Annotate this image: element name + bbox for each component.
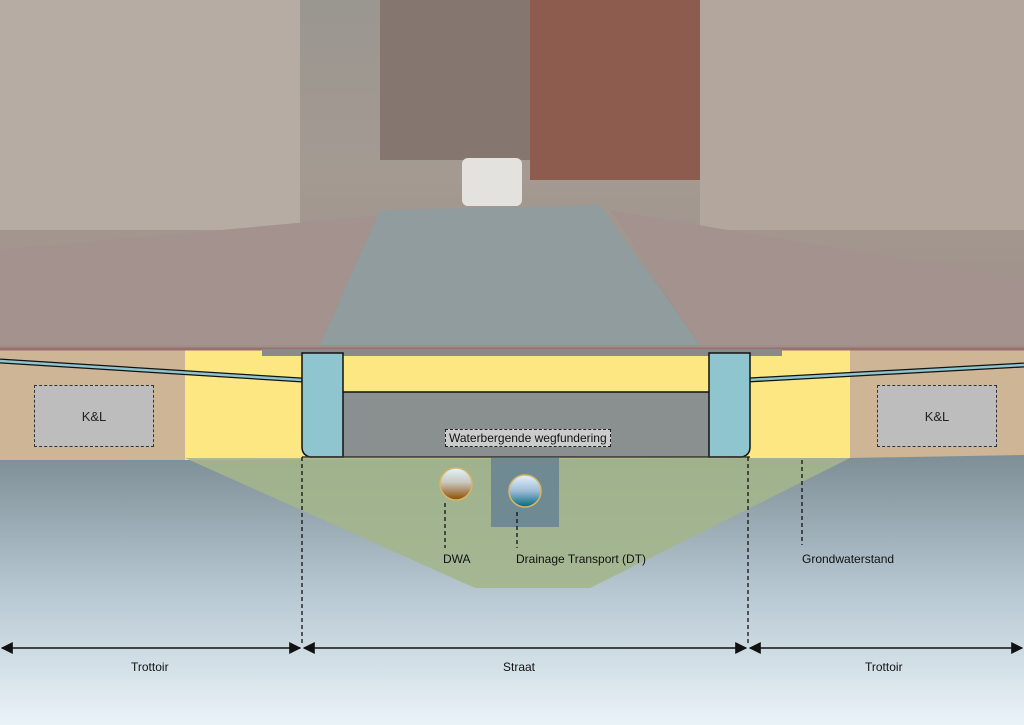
leader-lines <box>301 457 803 645</box>
street-photo <box>0 0 1024 350</box>
kerb-right <box>708 352 751 458</box>
dt-pipe-icon <box>508 474 542 508</box>
foundation-label: Waterbergende wegfundering <box>445 429 611 447</box>
groundwater-label: Grondwaterstand <box>802 552 895 566</box>
dt-label: Drainage Transport (DT) <box>516 552 647 566</box>
kl-label-right: K&L <box>924 408 950 424</box>
kl-box-right: K&L <box>877 385 997 447</box>
trottoir-left-label: Trottoir <box>131 660 169 674</box>
kl-label-left: K&L <box>81 408 107 424</box>
dwa-pipe-icon <box>439 467 473 501</box>
kl-box-left: K&L <box>34 385 154 447</box>
straat-label: Straat <box>503 660 536 674</box>
kerb-left <box>301 352 344 458</box>
trottoir-right-label: Trottoir <box>865 660 903 674</box>
dwa-label: DWA <box>443 552 471 566</box>
road-foundation <box>343 392 709 457</box>
